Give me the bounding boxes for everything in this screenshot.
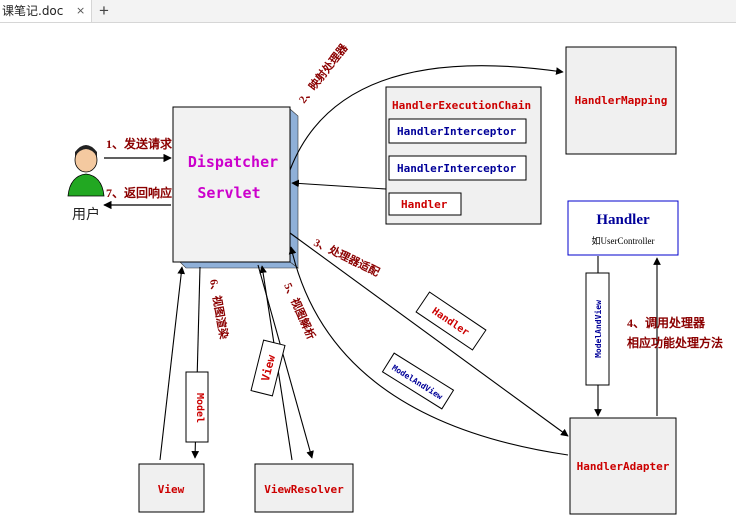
arrow-return-model-and-view	[288, 246, 569, 456]
view-tag-label: View	[259, 353, 278, 382]
add-tab-icon[interactable]: +	[99, 1, 109, 20]
dispatcher-label-line2: Servlet	[197, 184, 260, 202]
handler-mapping-box: HandlerMapping	[565, 46, 677, 155]
view-label: View	[158, 483, 185, 496]
handler-title: Handler	[596, 212, 650, 228]
model-tag	[185, 371, 209, 443]
arrow-view-render	[159, 266, 186, 461]
step2-label: 2、映射处理器	[295, 40, 351, 106]
step4-label-line1: 4、调用处理器	[627, 315, 706, 330]
model-tag-label: Model	[194, 393, 205, 423]
model-and-view-tag: ModelAndView	[381, 352, 455, 410]
chain-handler: Handler	[401, 198, 448, 211]
dispatcher-servlet-box: Dispatcher Servlet	[172, 106, 299, 269]
handler-adapter-box: HandlerAdapter	[569, 417, 677, 515]
handler-mapping-label: HandlerMapping	[575, 94, 668, 107]
view-resolver-box	[254, 463, 354, 513]
view-resolver-label: ViewResolver	[264, 483, 344, 496]
tab-title: 课笔记.doc	[2, 4, 64, 18]
step5-label: 5、视图解析	[281, 281, 318, 342]
document-tab[interactable]: 课笔记.doc ×	[0, 0, 92, 22]
view-tag: View	[250, 339, 286, 397]
chain-title: HandlerExecutionChain	[392, 99, 531, 112]
handler-subtitle: 如UserController	[592, 235, 655, 246]
handler-execution-chain-box: HandlerExecutionChain HandlerInterceptor…	[385, 86, 542, 225]
handler-tag: Handler	[415, 291, 487, 351]
close-icon[interactable]: ×	[76, 4, 86, 17]
handler-adapter-label: HandlerAdapter	[577, 460, 670, 473]
interceptor-1: HandlerInterceptor	[397, 125, 517, 138]
handler-controller-box: Handler 如UserController	[567, 200, 679, 256]
step4-label-line2: 相应功能处理方法	[627, 335, 723, 350]
view-box	[138, 463, 205, 513]
user-label: 用户	[72, 206, 100, 222]
dispatcher-label-line1: Dispatcher	[188, 153, 278, 171]
step7-label: 7、返回响应	[106, 185, 172, 200]
step6-label: 6、视图渲染	[207, 278, 231, 341]
model-and-view-vertical-tag	[585, 272, 610, 386]
arrow-map-handler	[289, 65, 564, 171]
tab-bar: 课笔记.doc × +	[0, 0, 736, 23]
step1-label: 1、发送请求	[106, 136, 173, 151]
interceptor-2: HandlerInterceptor	[397, 162, 517, 175]
arrow-adapt-handler	[289, 232, 569, 437]
arrow-return-chain	[291, 179, 387, 190]
user-icon	[67, 145, 105, 197]
model-and-view-vertical-label: ModelAndView	[593, 300, 603, 358]
